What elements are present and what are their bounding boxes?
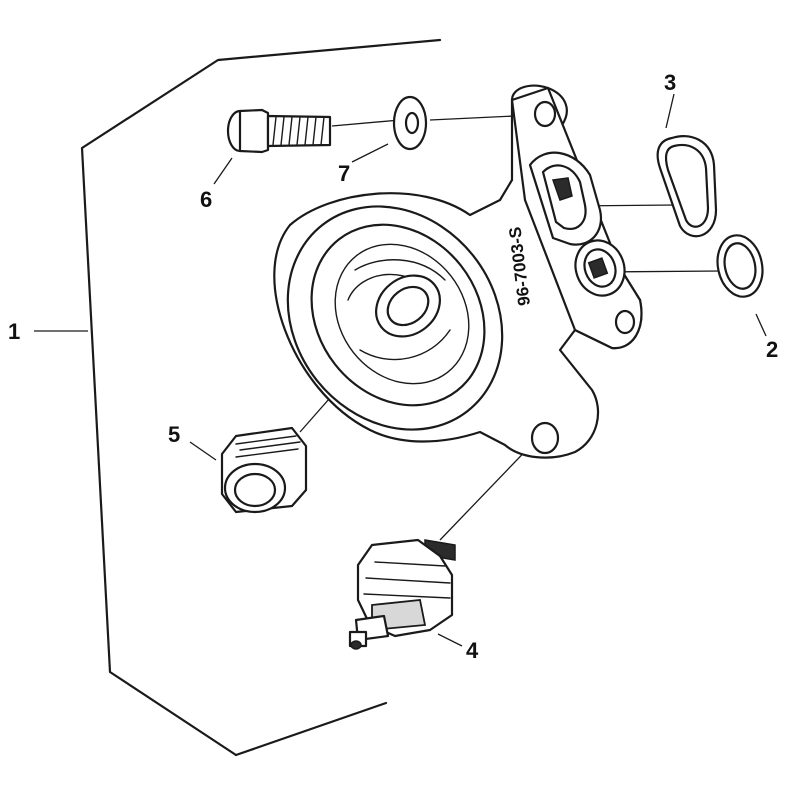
callout-number-7: 7	[338, 161, 350, 186]
callout-3: 3	[664, 70, 676, 129]
callout-4: 4	[437, 633, 479, 663]
callout-number-3: 3	[664, 70, 676, 95]
callout-6: 6	[200, 157, 233, 212]
round-o-ring	[716, 234, 764, 298]
threaded-fitting	[220, 426, 308, 514]
pressure-switch	[348, 538, 456, 650]
oil-filter-adapter: 96-7003-S	[273, 84, 643, 459]
callout-1: 1	[8, 319, 88, 344]
callout-number-5: 5	[168, 422, 180, 447]
callout-number-6: 6	[200, 187, 212, 212]
callout-number-4: 4	[466, 638, 479, 663]
socket-head-bolt	[226, 108, 332, 154]
callout-7: 7	[338, 143, 389, 186]
callout-2: 2	[755, 313, 778, 362]
callout-5: 5	[168, 422, 217, 461]
callout-number-2: 2	[766, 337, 778, 362]
callout-number-1: 1	[8, 319, 20, 344]
washer	[392, 95, 428, 151]
engine-case-outline	[80, 38, 442, 757]
teardrop-o-ring	[656, 135, 718, 238]
